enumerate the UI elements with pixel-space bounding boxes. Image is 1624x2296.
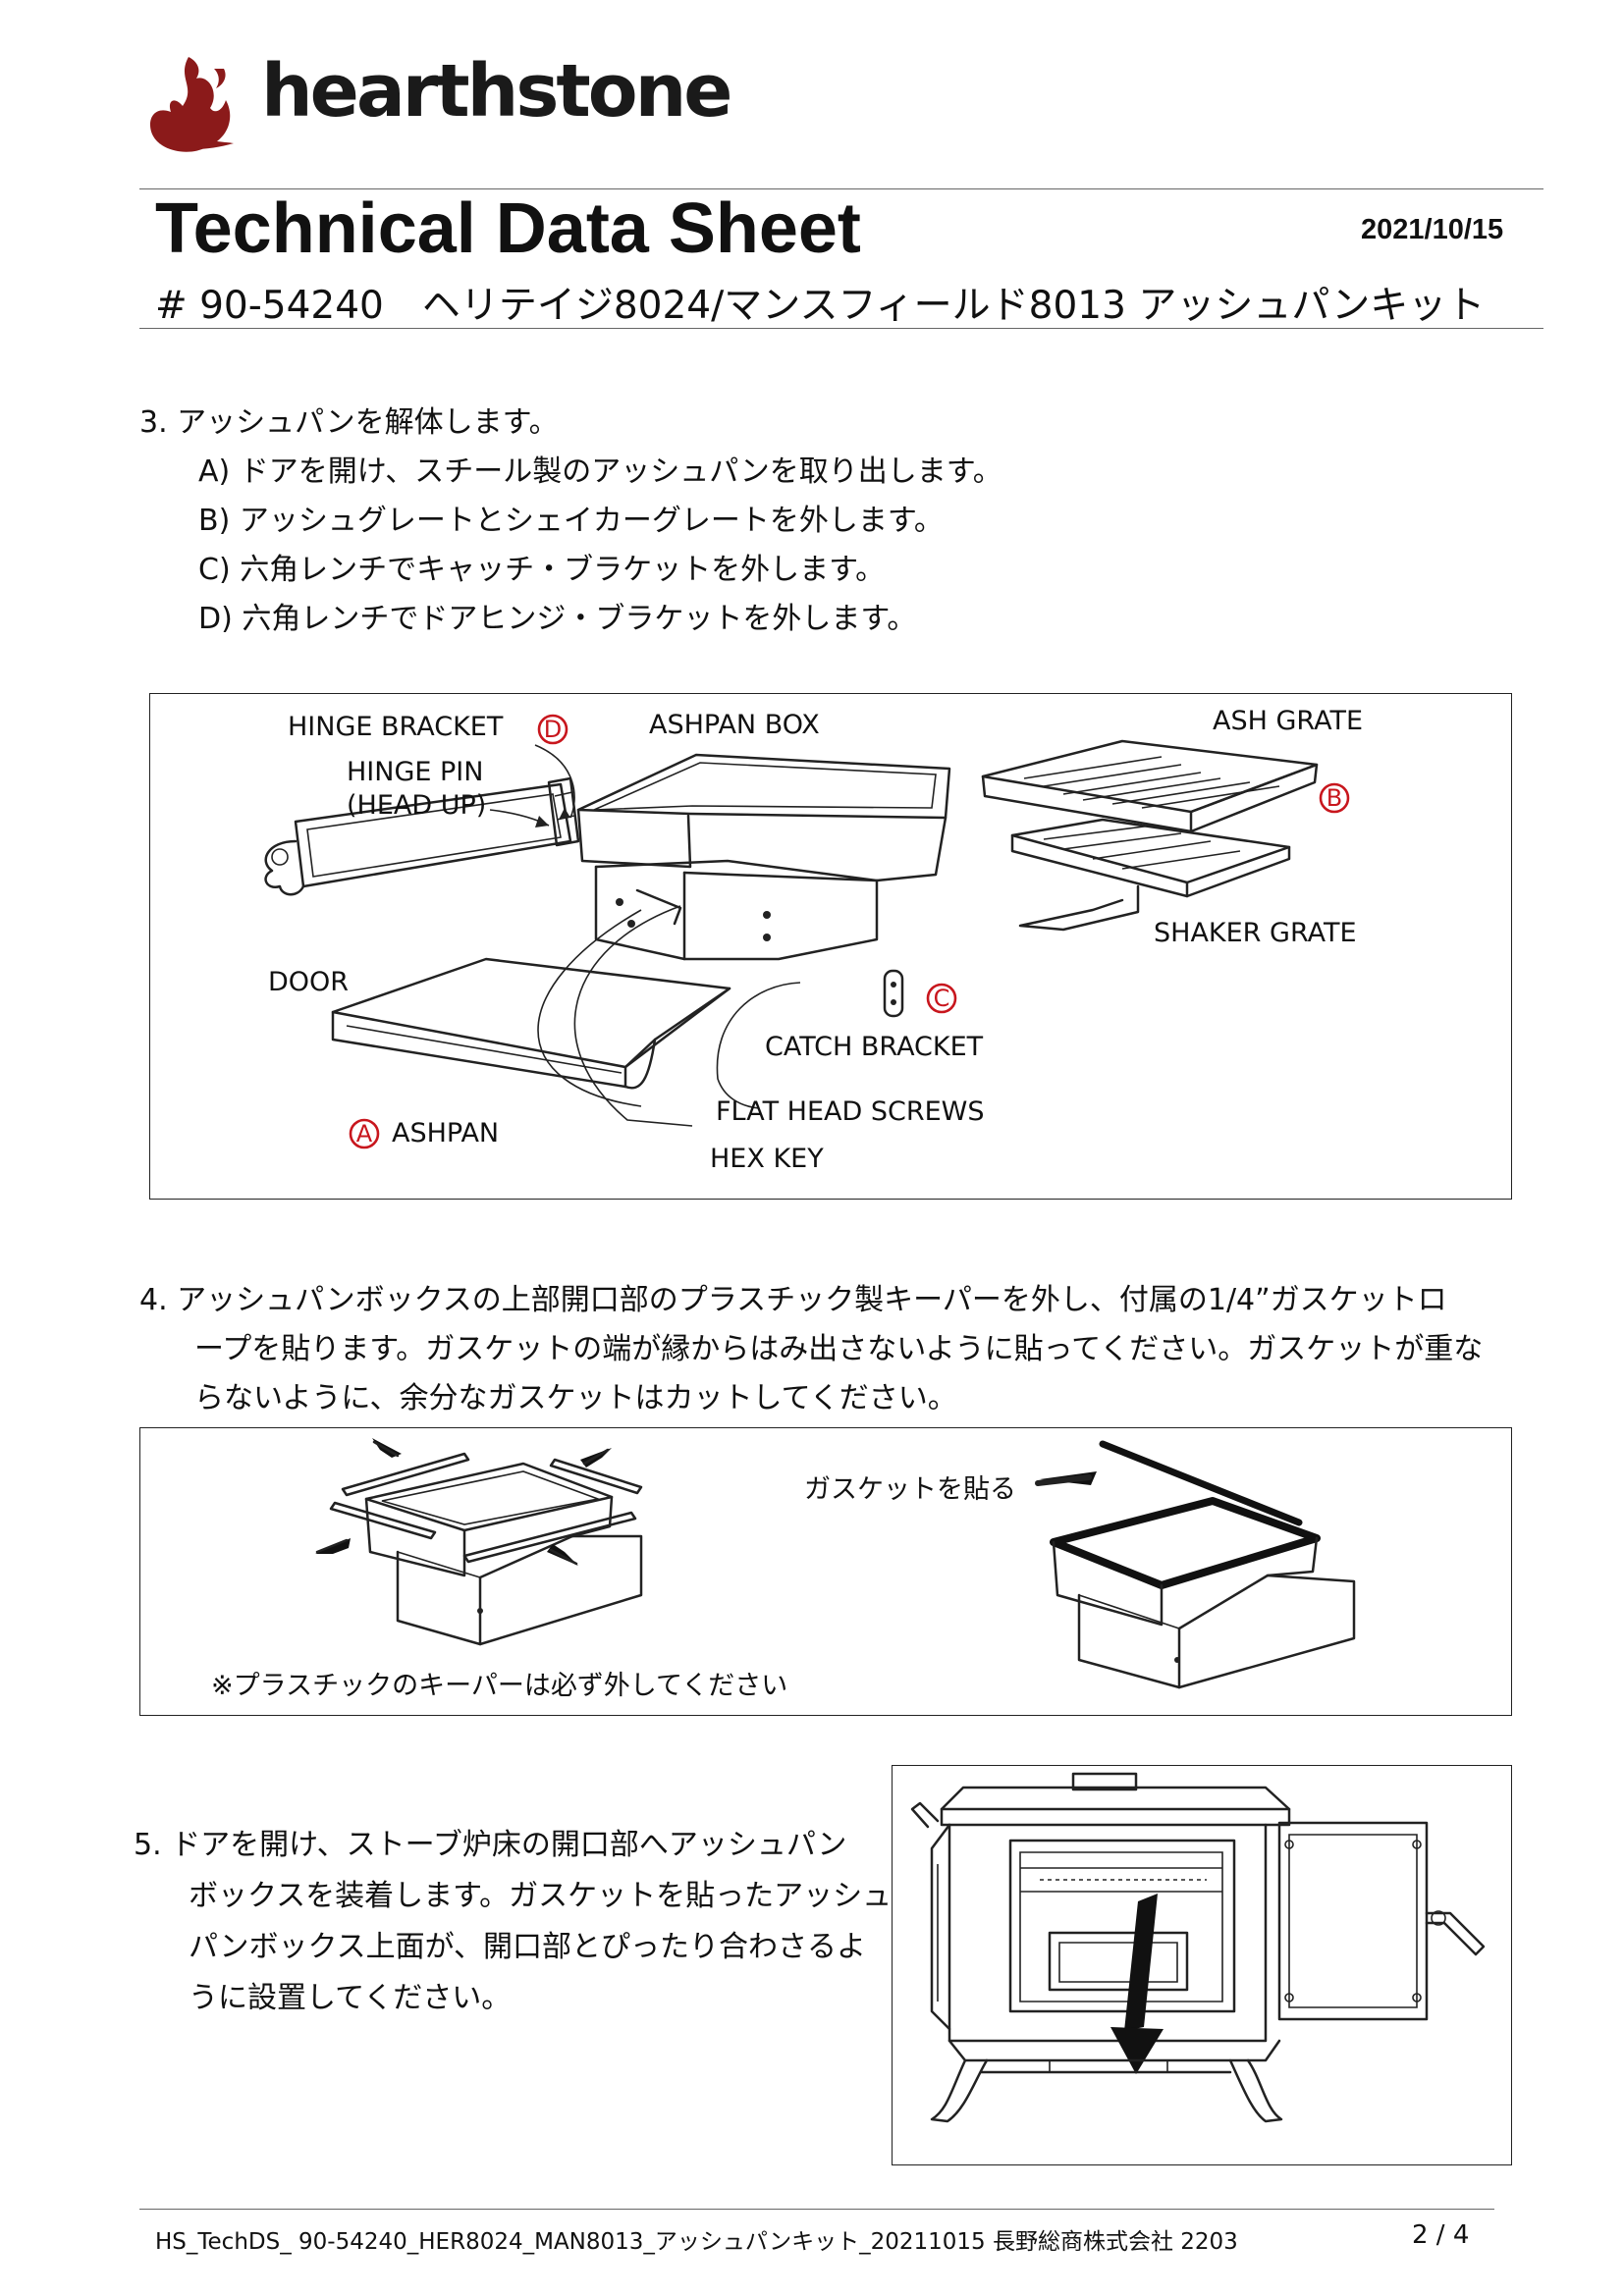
- label-ashpan: ASHPAN: [392, 1118, 500, 1148]
- step-5-line-2: ボックスを装着します。ガスケットを貼ったアッシュ: [189, 1879, 893, 1913]
- document-subtitle: # 90-54240 ヘリテイジ8024/マンスフィールド8013 アッシュパン…: [155, 284, 1486, 328]
- header-top-rule: [139, 188, 1543, 189]
- marker-d: D: [537, 714, 568, 745]
- stove-drawing: [910, 1772, 1486, 2123]
- footer-rule: [139, 2209, 1494, 2210]
- ashpan-box-drawing: [576, 753, 951, 961]
- marker-b: B: [1319, 782, 1350, 814]
- gasket-diagram: ガスケットを貼る ※プラスチックのキーパーは必ず外してください: [139, 1427, 1512, 1716]
- box-with-gasket: [1035, 1440, 1356, 1689]
- footer-filename: HS_TechDS_ 90-54240_HER8024_MAN8013_アッシュ…: [155, 2229, 1238, 2255]
- svg-text:D: D: [544, 716, 562, 743]
- step-4-line-3: らないように、余分なガスケットはカットしてください。: [194, 1381, 957, 1415]
- page-number: 2 / 4: [1412, 2220, 1470, 2250]
- page-title: Technical Data Sheet: [155, 189, 861, 268]
- step-5-line-3: パンボックス上面が、開口部とぴったり合わさるよ: [189, 1930, 866, 1964]
- step-3-heading: 3. アッシュパンを解体します。: [139, 405, 559, 440]
- label-catch-bracket: CATCH BRACKET: [765, 1032, 984, 1062]
- label-hex-key: HEX KEY: [710, 1144, 824, 1174]
- step-5: 5. ドアを開け、ストーブ炉床の開口部へアッシュパン ボックスを装着します。ガス…: [134, 1820, 892, 2024]
- label-door: DOOR: [268, 967, 350, 997]
- ashpan-drawing: [331, 957, 731, 1090]
- gasket-label: ガスケットを貼る: [804, 1474, 1016, 1505]
- leader-lines: [489, 744, 801, 1127]
- disassembly-drawing: D B C A: [264, 714, 1350, 1149]
- keeper-note: ※プラスチックのキーパーは必ず外してください: [211, 1671, 788, 1701]
- step-3-item-c: C) 六角レンチでキャッチ・ブラケットを外します。: [198, 553, 886, 587]
- step-4-line-2: ープを貼ります。ガスケットの端が縁からはみ出さないように貼ってください。ガスケッ…: [194, 1332, 1484, 1366]
- label-hinge-pin-note: (HEAD UP): [347, 790, 487, 821]
- ash-grate-drawing: [981, 739, 1319, 833]
- document-date: 2021/10/15: [1361, 214, 1504, 245]
- step-4-line-1: 4. アッシュパンボックスの上部開口部のプラスチック製キーパーを外し、付属の1/…: [139, 1283, 1447, 1317]
- svg-text:B: B: [1326, 784, 1342, 812]
- step-3: 3. アッシュパンを解体します。 A) ドアを開け、スチール製のアッシュパンを取…: [139, 399, 1002, 644]
- step-3-item-a: A) ドアを開け、スチール製のアッシュパンを取り出します。: [198, 454, 1002, 489]
- svg-text:A: A: [356, 1120, 373, 1148]
- shaker-grate-drawing: [1010, 818, 1291, 932]
- flame-icon: [149, 57, 234, 152]
- step-3-item-b: B) アッシュグレートとシェイカーグレートを外します。: [198, 504, 944, 538]
- label-ashpan-box: ASHPAN BOX: [649, 710, 820, 740]
- step-4: 4. アッシュパンボックスの上部開口部のプラスチック製キーパーを外し、付属の1/…: [139, 1276, 1483, 1423]
- step-3-item-d: D) 六角レンチでドアヒンジ・ブラケットを外します。: [198, 602, 917, 636]
- brand-name: hearthstone: [261, 49, 732, 133]
- label-flat-head-screws: FLAT HEAD SCREWS: [716, 1096, 985, 1127]
- hex-key-drawing: [635, 888, 682, 926]
- stove-installation-diagram: [892, 1765, 1512, 2165]
- gasket-drawing: [315, 1438, 1356, 1689]
- label-shaker-grate: SHAKER GRATE: [1154, 918, 1357, 948]
- marker-c: C: [926, 983, 957, 1014]
- box-with-keepers: [315, 1438, 643, 1646]
- catch-bracket-drawing: [883, 969, 904, 1018]
- step-5-line-4: うに設置してください。: [189, 1981, 512, 2015]
- label-hinge-pin: HINGE PIN: [347, 757, 484, 787]
- label-ash-grate: ASH GRATE: [1213, 706, 1364, 736]
- brand-logo: hearthstone: [137, 41, 732, 159]
- marker-a: A: [349, 1118, 380, 1149]
- header-bottom-rule: [139, 328, 1543, 329]
- svg-text:C: C: [934, 985, 950, 1012]
- disassembly-diagram: D B C A HINGE BRACKET HINGE PIN (HEAD UP…: [149, 693, 1512, 1200]
- step-5-line-1: 5. ドアを開け、ストーブ炉床の開口部へアッシュパン: [134, 1828, 847, 1862]
- label-hinge-bracket: HINGE BRACKET: [288, 712, 504, 742]
